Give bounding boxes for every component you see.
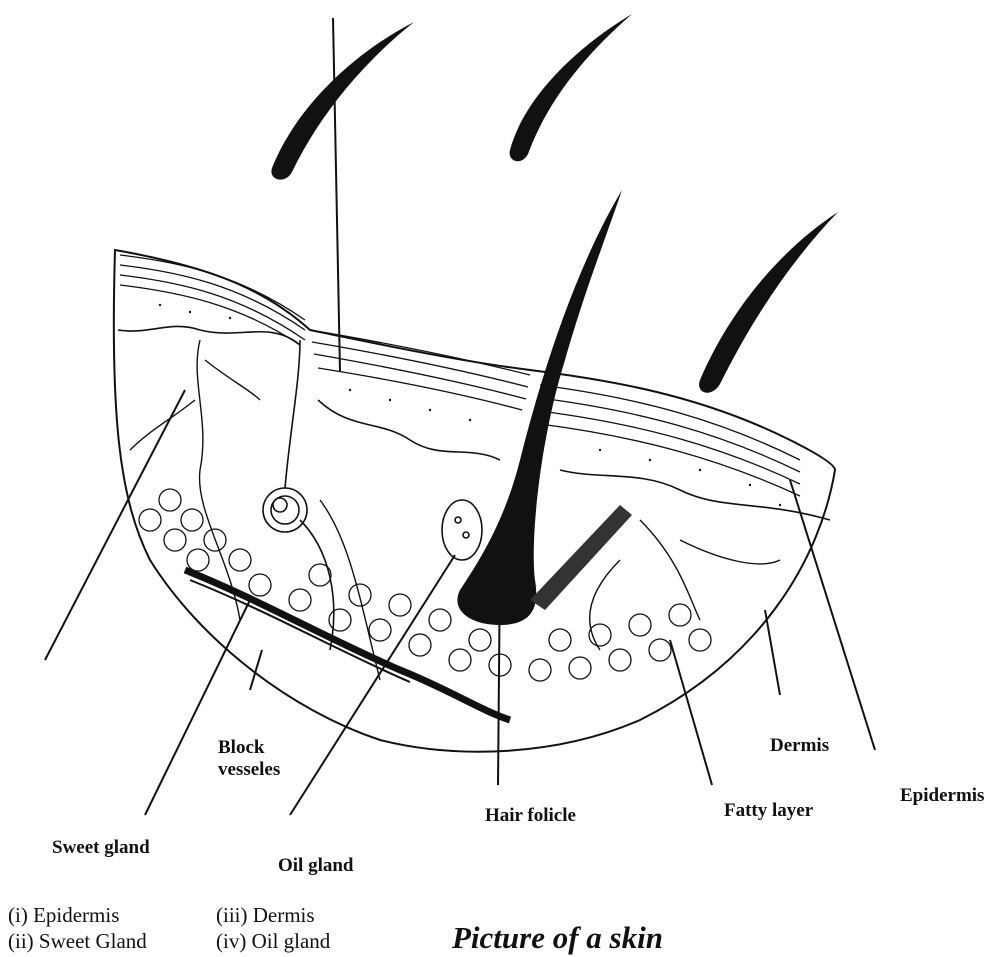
label-epidermis: Epidermis [900,785,984,807]
skin-section-outline [114,250,835,752]
label-block-vessels: Block vesseles [218,737,280,781]
pointer-fatty-layer [670,640,712,785]
label-block-vessels-line2: vesseles [218,759,280,781]
branching-vessels [130,340,780,680]
sweat-gland-coil [263,340,334,650]
loose-hairs [271,14,838,393]
epidermis-layers [120,255,800,496]
pointer-dermis [765,610,780,695]
label-sweet-gland: Sweet gland [52,837,150,859]
label-block-vessels-line1: Block [218,737,280,759]
figure-caption: Picture of a skin [452,920,663,956]
legend-item-1: (i) Epidermis [8,903,119,928]
arrector-muscle [530,505,632,610]
legend-item-3: (iii) Dermis [216,903,315,928]
pointer-epidermis [790,480,875,750]
label-fatty-layer: Fatty layer [724,800,813,822]
pointer-sweet-gland [145,600,250,815]
vertical-pointer-line [333,18,340,372]
legend-item-2: (ii) Sweet Gland [8,929,147,954]
label-dermis: Dermis [770,735,829,757]
dermis-dots [159,304,781,506]
label-hair-folicle: Hair folicle [485,805,576,827]
pointer-left-upper [45,390,185,660]
label-oil-gland: Oil gland [278,855,354,877]
legend-item-4: (iv) Oil gland [216,929,330,954]
oil-gland [442,500,482,560]
